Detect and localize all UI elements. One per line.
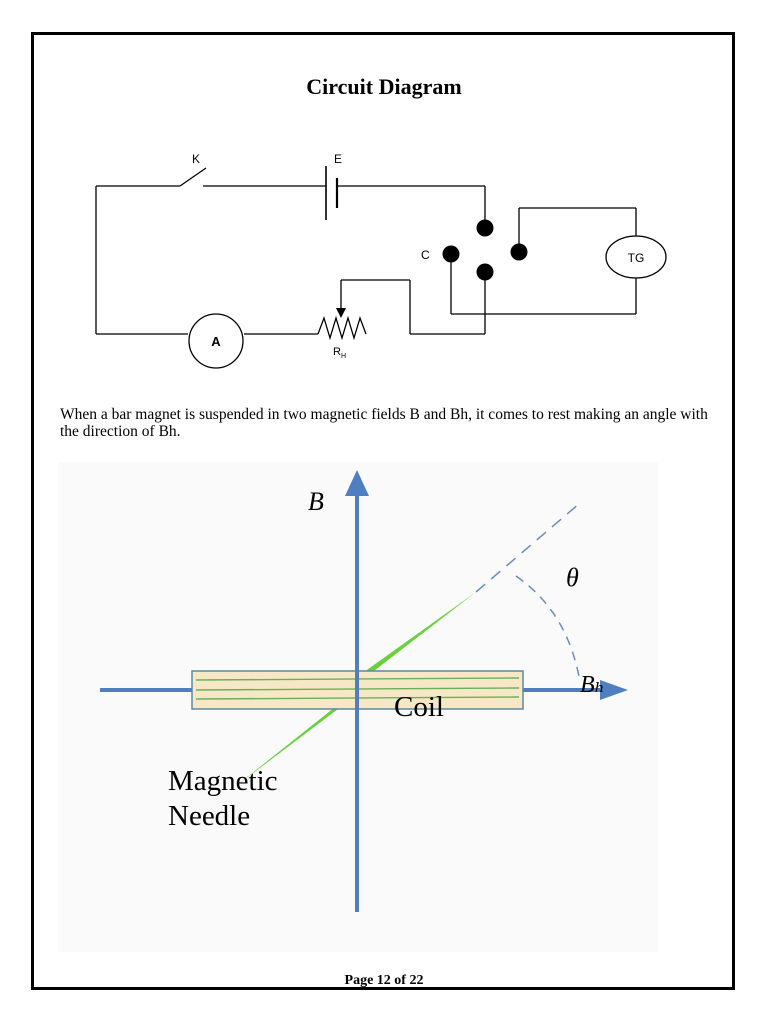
commutator-terminal-left bbox=[442, 245, 460, 263]
page-title: Circuit Diagram bbox=[306, 74, 462, 99]
resultant-dashed-line bbox=[475, 502, 581, 593]
horizontal-field-label: Bₕ bbox=[580, 672, 605, 698]
key-switch-blade bbox=[179, 167, 207, 187]
commutator-terminal-bottom bbox=[476, 263, 494, 281]
needle-lower-half bbox=[236, 692, 354, 786]
commutator-terminal-right bbox=[510, 243, 528, 261]
explanation-paragraph: When a bar magnet is suspended in two ma… bbox=[60, 406, 708, 440]
horizontal-arrowhead bbox=[600, 680, 628, 700]
galvanometer-label: TG bbox=[628, 251, 645, 265]
rheostat-subscript: H bbox=[341, 353, 346, 360]
needle-label-line2: Needle bbox=[168, 800, 250, 832]
commutator-terminal-top bbox=[476, 219, 494, 237]
needle-label-line1: Magnetic bbox=[168, 765, 278, 797]
page-frame bbox=[31, 32, 735, 990]
ammeter-circle bbox=[188, 313, 244, 369]
rheostat-zigzag bbox=[317, 315, 367, 341]
vertical-field-label: B bbox=[308, 487, 324, 516]
page-number: Page 12 of 22 bbox=[344, 973, 424, 988]
tangent-galvanometer-ellipse bbox=[605, 235, 667, 279]
vertical-arrowhead bbox=[345, 470, 369, 496]
commutator-label: C bbox=[421, 248, 430, 262]
key-label: K bbox=[192, 152, 200, 166]
rheostat-arrowhead bbox=[336, 308, 346, 318]
angle-label: θ bbox=[566, 563, 579, 592]
cell-label: E bbox=[334, 152, 342, 166]
needle-upper-half bbox=[352, 592, 476, 688]
rheostat-label: R bbox=[333, 346, 341, 358]
ammeter-label: A bbox=[211, 334, 221, 349]
coil-label: Coil bbox=[394, 691, 444, 723]
